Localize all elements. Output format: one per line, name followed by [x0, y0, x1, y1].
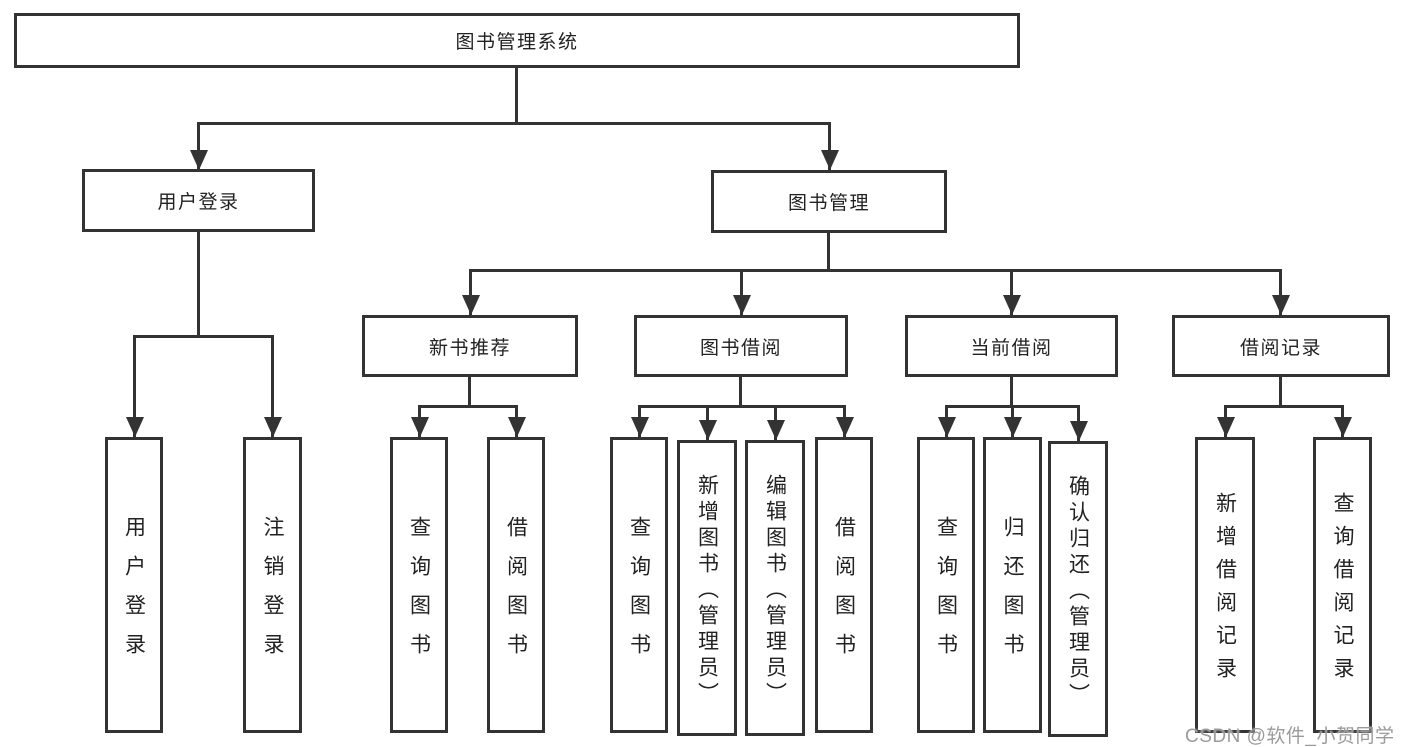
edge-current-stem: [1010, 377, 1013, 408]
node-book-management-label: 图书管理: [787, 193, 870, 214]
node-user-login-label: 用户登录: [157, 192, 240, 213]
arrow-down-icon: [630, 405, 649, 437]
leaf-borrow-edit-books-admin-label: 编辑图书（管理员）: [763, 473, 787, 708]
arrow-down-icon: [732, 269, 751, 315]
arrow-down-icon: [835, 405, 854, 437]
edge-bookmgmt-hbar: [470, 269, 1281, 272]
leaf-borrow-edit-books-admin: 编辑图书（管理员）: [745, 440, 805, 736]
leaf-user-login: 用户登录: [105, 437, 163, 733]
arrow-down-icon: [189, 122, 208, 170]
edge-userlogin-hbar: [134, 335, 273, 338]
node-user-login: 用户登录: [82, 169, 315, 232]
arrow-down-icon: [698, 405, 717, 440]
leaf-user-login-label: 用户登录: [122, 516, 146, 672]
node-root-label: 图书管理系统: [455, 32, 579, 53]
edge-records-hbar: [1225, 405, 1343, 408]
leaf-newbook-borrow-books-label: 借阅图书: [504, 516, 528, 672]
leaf-borrow-add-books-admin: 新增图书（管理员）: [677, 440, 737, 736]
node-book-management: 图书管理: [711, 170, 947, 233]
node-borrow-records: 借阅记录: [1172, 315, 1390, 377]
node-current-borrow: 当前借阅: [905, 315, 1118, 377]
node-book-borrow: 图书借阅: [634, 315, 848, 377]
leaf-borrow-query-books: 查询图书: [610, 437, 668, 733]
node-borrow-records-label: 借阅记录: [1239, 337, 1322, 359]
arrow-down-icon: [1069, 405, 1088, 441]
leaf-logout: 注销登录: [243, 437, 302, 733]
leaf-borrow-borrow-books-label: 借阅图书: [832, 516, 856, 672]
leaf-records-query-record: 查询借阅记录: [1313, 437, 1372, 733]
leaf-newbook-query-books: 查询图书: [390, 437, 448, 733]
leaf-current-query-books: 查询图书: [917, 437, 975, 733]
arrow-down-icon: [410, 405, 429, 437]
edge-bookmgmt-stem: [827, 233, 830, 272]
leaf-current-return-books-label: 归还图书: [1001, 516, 1024, 672]
arrow-down-icon: [507, 405, 526, 437]
arrow-down-icon: [1002, 269, 1021, 315]
leaf-current-confirm-return-admin: 确认归还（管理员）: [1048, 441, 1108, 737]
arrow-down-icon: [125, 335, 144, 437]
arrow-down-icon: [1271, 269, 1290, 315]
leaf-records-add-record: 新增借阅记录: [1195, 437, 1255, 733]
edge-userlogin-stem: [197, 232, 200, 338]
leaf-current-confirm-return-admin-label: 确认归还（管理员）: [1066, 474, 1090, 709]
edge-records-stem: [1279, 377, 1282, 408]
edge-newbook-hbar: [419, 405, 516, 408]
leaf-current-query-books-label: 查询图书: [934, 516, 958, 672]
node-book-borrow-label: 图书借阅: [699, 337, 782, 359]
arrow-down-icon: [263, 335, 282, 437]
leaf-newbook-query-books-label: 查询图书: [407, 516, 431, 672]
node-current-borrow-label: 当前借阅: [970, 337, 1053, 359]
arrow-down-icon: [937, 405, 956, 437]
leaf-borrow-query-books-label: 查询图书: [627, 516, 651, 672]
arrow-down-icon: [461, 269, 480, 315]
leaf-records-add-record-label: 新增借阅记录: [1213, 492, 1237, 690]
arrow-down-icon: [820, 122, 839, 170]
node-root: 图书管理系统: [14, 13, 1020, 68]
leaf-records-query-record-label: 查询借阅记录: [1331, 492, 1354, 690]
arrow-down-icon: [766, 405, 785, 440]
edge-root-stem: [515, 68, 518, 124]
arrow-down-icon: [1003, 405, 1022, 437]
edge-root-hbar: [198, 122, 829, 125]
arrow-down-icon: [1333, 405, 1352, 437]
edge-newbook-stem: [468, 377, 471, 408]
node-new-book-recommend: 新书推荐: [362, 315, 578, 377]
leaf-newbook-borrow-books: 借阅图书: [487, 437, 545, 733]
leaf-borrow-borrow-books: 借阅图书: [815, 437, 873, 733]
edge-borrow-stem: [739, 377, 742, 408]
watermark-text: CSDN @软件_小贺同学: [1185, 726, 1395, 747]
arrow-down-icon: [1216, 405, 1235, 437]
edge-borrow-hbar: [639, 405, 844, 408]
leaf-logout-label: 注销登录: [261, 516, 284, 672]
leaf-borrow-add-books-admin-label: 新增图书（管理员）: [695, 473, 719, 708]
leaf-current-return-books: 归还图书: [983, 437, 1042, 733]
node-new-book-recommend-label: 新书推荐: [428, 337, 511, 359]
